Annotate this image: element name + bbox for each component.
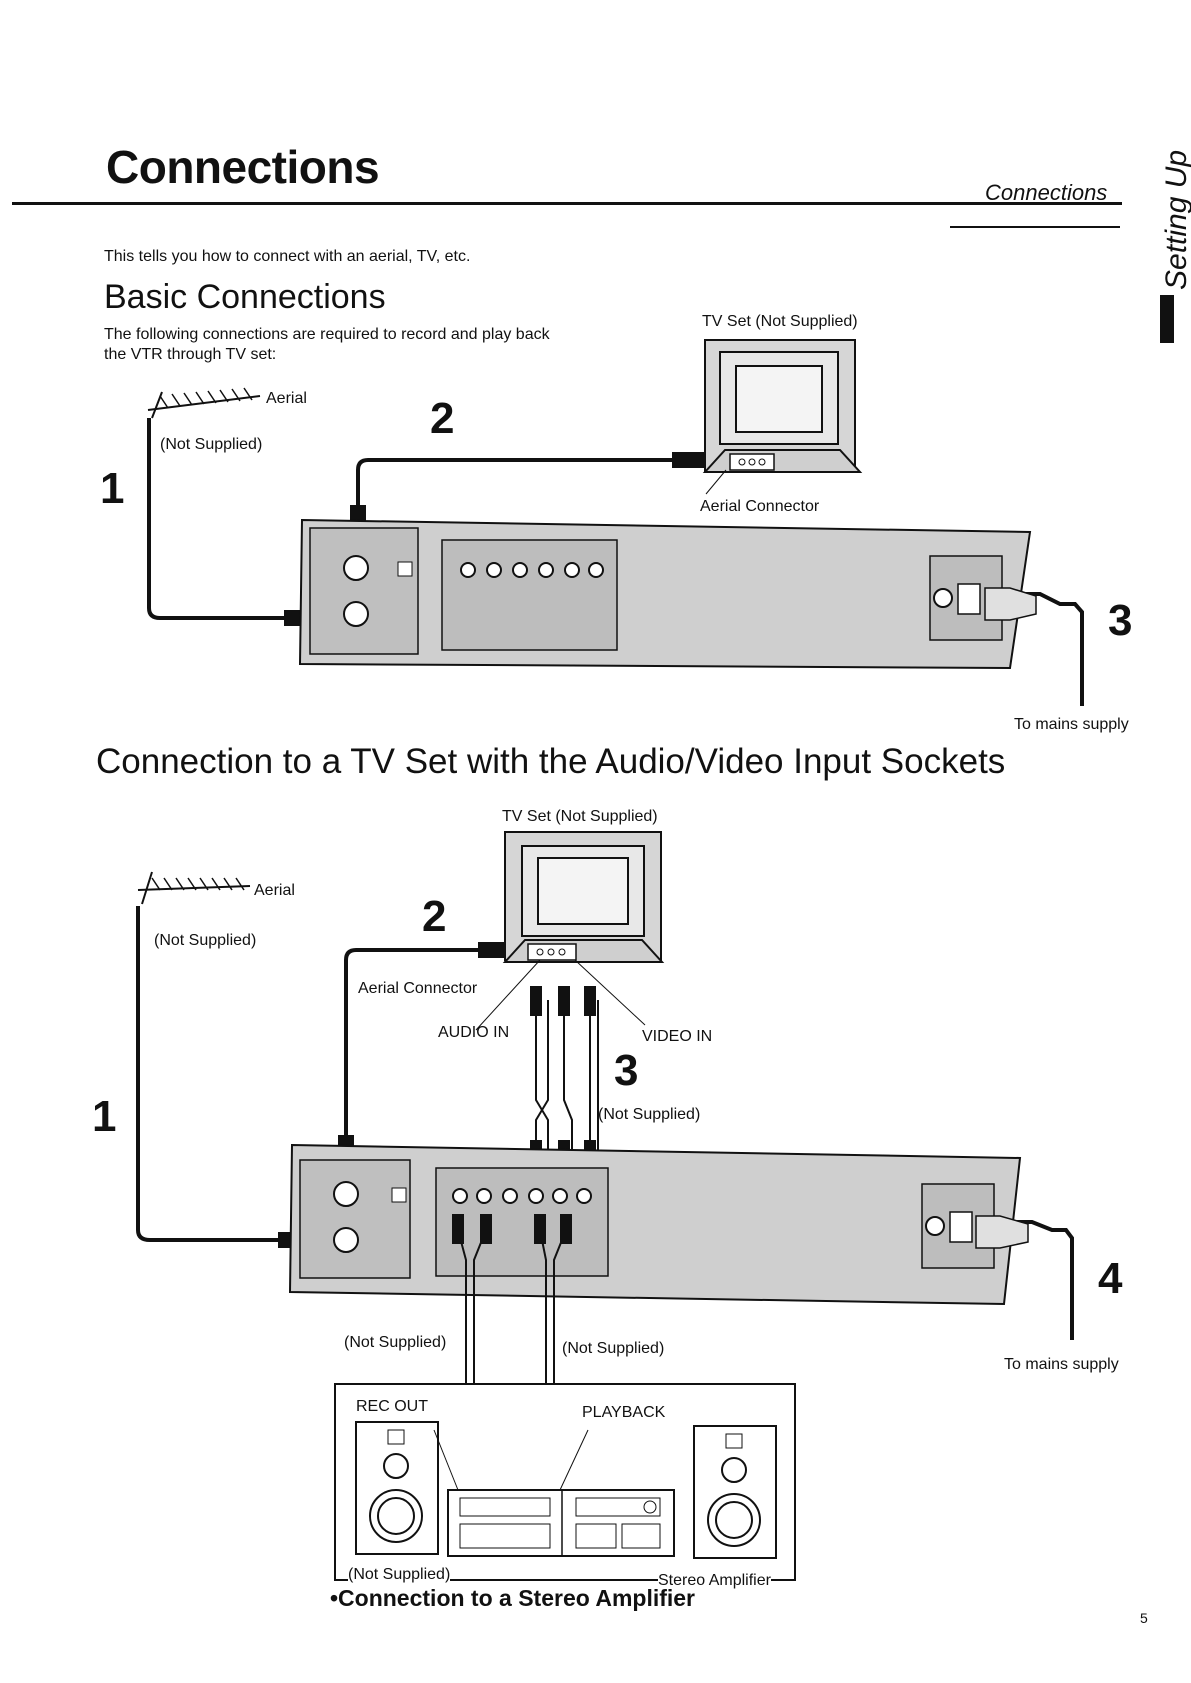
header-rule — [12, 202, 1122, 205]
basic-vcr-rear-panel — [298, 518, 1032, 670]
amp-not-supplied: (Not Supplied) — [348, 1566, 451, 1584]
basic-aerial-label: Aerial — [266, 390, 307, 407]
amp-right-cable-not-supplied: (Not Supplied) — [562, 1340, 665, 1357]
av-step-4: 4 — [1098, 1254, 1123, 1303]
basic-tv-label: TV Set (Not Supplied) — [702, 313, 858, 330]
av-video-in-label: VIDEO IN — [642, 1028, 713, 1045]
basic-step-1: 1 — [100, 464, 125, 513]
av-aerial-label: Aerial — [254, 882, 295, 899]
basic-tv-set — [702, 339, 863, 495]
av-step-1: 1 — [92, 1092, 117, 1141]
basic-aerial-not-supplied: (Not Supplied) — [160, 436, 263, 453]
amp-rec-out-label: REC OUT — [356, 1398, 428, 1415]
amp-left-cable-not-supplied: (Not Supplied) — [344, 1334, 447, 1351]
amp-playback-label: PLAYBACK — [582, 1404, 666, 1421]
av-tv-label: TV Set (Not Supplied) — [502, 808, 658, 825]
amp-caption: •Connection to a Stereo Amplifier — [330, 1585, 696, 1611]
amp-stereo-amplifier-label: Stereo Amplifier — [658, 1572, 771, 1590]
basic-aerial-icon — [147, 387, 261, 419]
av-connections-heading: Connection to a TV Set with the Audio/Vi… — [96, 742, 1006, 781]
basic-step-2: 2 — [430, 394, 455, 443]
basic-mains-label: To mains supply — [1014, 716, 1129, 733]
av-aerial-icon — [137, 871, 251, 905]
av-aerial-connector-label: Aerial Connector — [358, 980, 478, 997]
basic-aerial-connector-label: Aerial Connector — [700, 498, 820, 515]
av-audio-in-label: AUDIO IN — [438, 1024, 510, 1041]
av-mains-label: To mains supply — [1004, 1356, 1119, 1373]
side-tab-marker — [1160, 295, 1174, 343]
av-aerial-not-supplied: (Not Supplied) — [154, 932, 257, 949]
av-rca-cable — [535, 1000, 599, 1150]
av-vcr-rear-panel — [288, 1143, 1022, 1306]
av-tv-set — [475, 831, 665, 1031]
stereo-amplifier-box — [334, 1383, 796, 1581]
av-step-2: 2 — [422, 892, 447, 941]
av-cable-not-supplied: (Not Supplied) — [598, 1106, 701, 1123]
header-rule-short — [950, 226, 1120, 228]
basic-connections-heading: Basic Connections — [104, 278, 386, 316]
av-step-3: 3 — [614, 1046, 639, 1095]
intro-text: This tells you how to connect with an ae… — [104, 248, 471, 265]
running-head: Connections — [985, 180, 1108, 205]
page-number: 5 — [1140, 1610, 1148, 1626]
av-rca-plugs-top — [530, 986, 596, 1016]
page-title: Connections — [106, 141, 380, 193]
basic-step-3: 3 — [1108, 596, 1133, 645]
basic-connections-description: The following connections are required t… — [104, 326, 550, 363]
